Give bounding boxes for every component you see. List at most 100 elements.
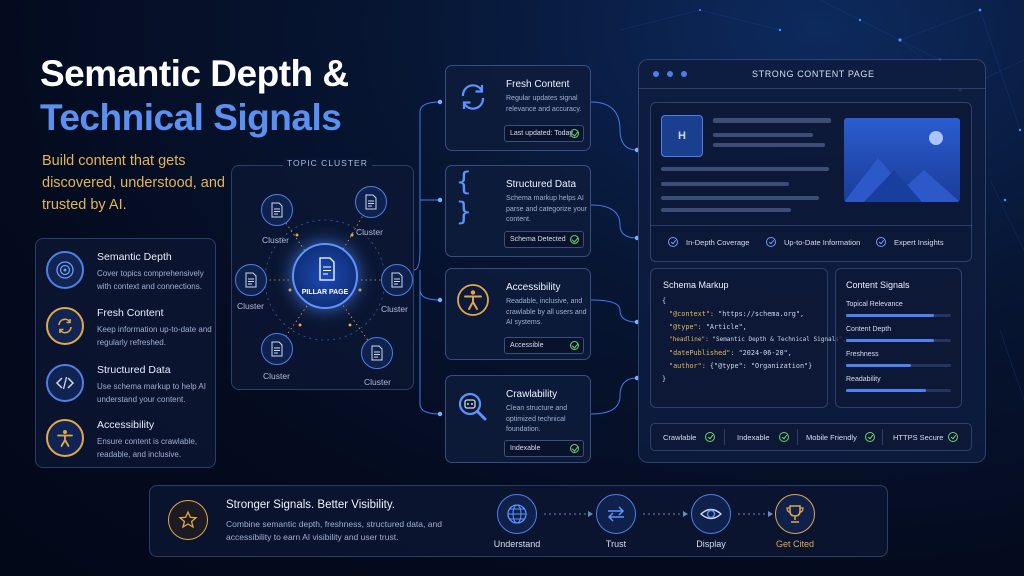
globe-network-icon: [507, 504, 527, 524]
feature-desc: Ensure content is crawlable, readable, a…: [97, 437, 198, 459]
step-label: Understand: [493, 539, 541, 549]
check-icon: [865, 432, 875, 442]
signal-label: Readability: [846, 376, 881, 383]
cluster-node-label: Cluster: [364, 377, 391, 387]
cluster-node-label: Cluster: [262, 235, 289, 245]
card-title: Crawlability: [506, 389, 558, 400]
check-icon: [570, 235, 579, 244]
cluster-node-label: Cluster: [381, 304, 408, 314]
status-badge-label: Last updated: Today: [510, 130, 573, 137]
document-icon: [391, 272, 403, 288]
feature-title: Semantic Depth: [97, 251, 172, 263]
check-icon: [570, 341, 579, 350]
check-icon: [948, 432, 958, 442]
text-line: [661, 167, 829, 171]
footer-item: Crawlable: [663, 433, 697, 442]
step-display: [691, 494, 731, 534]
signal-label: Content Depth: [846, 326, 892, 333]
document-icon: [319, 257, 335, 281]
window-dot: [653, 71, 659, 77]
pillar-page-label: PILLAR PAGE: [301, 289, 349, 296]
accessibility-icon: [456, 283, 490, 317]
check-icon: [570, 444, 579, 453]
signal-label: Freshness: [846, 351, 879, 358]
status-badge: Accessible: [504, 337, 584, 354]
feature-desc: Cover topics comprehensively with contex…: [97, 269, 204, 291]
document-icon: [271, 202, 283, 218]
eye-icon: [699, 508, 723, 520]
code-line: }: [662, 375, 667, 383]
check-icon: [705, 432, 715, 442]
coverage-divider: [650, 225, 972, 226]
cluster-node: [355, 186, 387, 218]
text-line: [661, 196, 819, 200]
landscape-icon: [844, 131, 960, 202]
exchange-icon: [607, 506, 625, 522]
feature-desc: Keep information up-to-date and regularl…: [97, 325, 212, 347]
feature-title: Fresh Content: [97, 307, 164, 319]
coverage-label: Up-to-Date Information: [784, 237, 861, 247]
coverage-item: Expert Insights: [876, 237, 944, 247]
code-line: "@context": "https://schema.org",: [669, 310, 805, 318]
code-line: "@type": "Article",: [669, 323, 747, 331]
star-badge-icon: [168, 500, 208, 540]
cluster-node-label: Cluster: [237, 301, 264, 311]
code-line: "author": {"@type": "Organization"}: [669, 362, 813, 370]
document-icon: [365, 194, 377, 210]
card-crawlability: Crawlability Clean structure and optimiz…: [445, 375, 591, 463]
refresh-icon: [456, 80, 490, 114]
footer-item: Indexable: [737, 433, 770, 442]
text-line: [661, 208, 791, 212]
feature-title: Structured Data: [97, 364, 171, 376]
footer-item: HTTPS Secure: [893, 433, 944, 442]
heading-block-icon: H: [661, 115, 703, 157]
status-badge: Indexable: [504, 440, 584, 457]
signal-fill: [846, 339, 934, 342]
signal-fill: [846, 389, 926, 392]
status-badge: Schema Detected: [504, 231, 584, 248]
subtitle: Build content that gets discovered, unde…: [42, 153, 225, 213]
schema-markup-title: Schema Markup: [663, 280, 729, 290]
coverage-item: In-Depth Coverage: [668, 237, 749, 247]
window-divider: [638, 88, 986, 89]
text-line: [713, 143, 825, 147]
cluster-node: [235, 264, 267, 296]
status-badge-label: Schema Detected: [510, 236, 566, 243]
status-badge-label: Indexable: [510, 445, 541, 452]
window-dot: [681, 71, 687, 77]
step-get-cited: [775, 494, 815, 534]
card-title: Structured Data: [506, 179, 577, 190]
window-dot: [667, 71, 673, 77]
signal-fill: [846, 314, 934, 317]
card-desc: Schema markup helps AI parse and categor…: [506, 195, 587, 223]
feature-desc: Use schema markup to help AI understand …: [97, 382, 206, 404]
card-fresh-content: Fresh Content Regular updates signal rel…: [445, 65, 591, 151]
card-desc: Clean structure and optimized technical …: [506, 405, 568, 433]
text-line: [713, 133, 813, 137]
card-structured-data: { } Structured Data Schema markup helps …: [445, 165, 591, 257]
check-icon: [876, 237, 886, 247]
card-title: Accessibility: [506, 282, 561, 293]
code-icon: [46, 364, 84, 402]
code-line: "datePublished": "2024-06-20",: [669, 349, 792, 357]
coverage-label: In-Depth Coverage: [686, 237, 750, 247]
divider: [882, 429, 883, 445]
card-title: Fresh Content: [506, 79, 570, 90]
document-icon: [371, 345, 383, 361]
schema-markup-panel: [650, 268, 828, 408]
banner-title: Stronger Signals. Better Visibility.: [226, 499, 395, 511]
feature-title: Accessibility: [97, 419, 155, 431]
image-placeholder: [844, 118, 960, 202]
bot-search-icon: [456, 390, 490, 424]
page-title-line2: Technical Signals: [40, 97, 342, 138]
content-signals-title: Content Signals: [846, 280, 910, 290]
footer-item: Mobile Friendly: [806, 433, 857, 442]
banner-desc: Combine semantic depth, freshness, struc…: [226, 519, 442, 542]
refresh-icon: [46, 307, 84, 345]
accessibility-icon: [46, 419, 84, 457]
coverage-item: Up-to-Date Information: [766, 237, 860, 247]
status-badge: Last updated: Today: [504, 125, 584, 142]
step-trust: [596, 494, 636, 534]
cluster-node: [261, 333, 293, 365]
